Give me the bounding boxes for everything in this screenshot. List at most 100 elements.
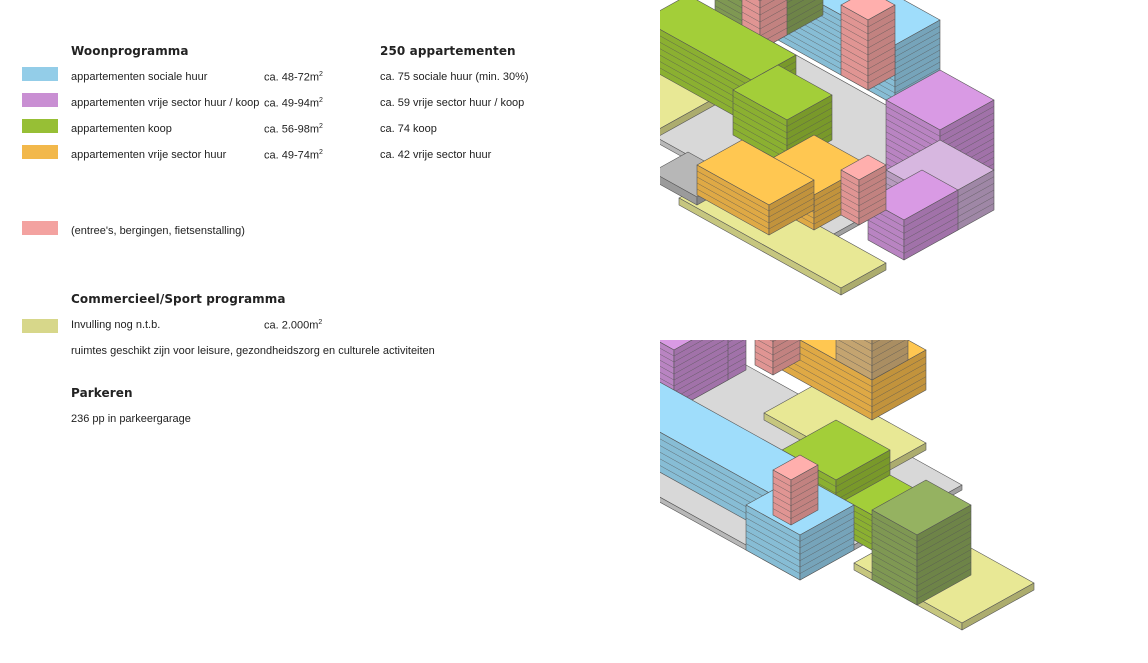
floor-line [894, 49, 941, 76]
floor-line [696, 170, 770, 212]
floor-line [871, 363, 927, 394]
floor-line [660, 359, 675, 369]
floor-line [840, 60, 869, 77]
floor-line [871, 340, 893, 352]
floor-line [867, 60, 896, 77]
floor-line [772, 353, 801, 369]
floor-line [838, 340, 873, 359]
floor-line [768, 203, 815, 230]
swatch-vrije-sector-huur [22, 145, 58, 159]
floor-line [732, 115, 788, 146]
floor-line [759, 0, 775, 9]
parkeren-note: 236 pp in parkeergarage [71, 413, 191, 425]
floor-line [871, 356, 927, 387]
floor-line [757, 340, 774, 349]
floor-line [894, 67, 941, 94]
floor-line [871, 516, 918, 542]
floor-line [786, 120, 833, 146]
floor-line [903, 216, 959, 247]
floor-line [741, 11, 761, 23]
floor-line [754, 358, 774, 369]
floor-line [840, 182, 860, 194]
floor-line [786, 107, 833, 134]
floor-line [867, 32, 896, 49]
floor-line [768, 28, 896, 100]
floor-line [871, 345, 909, 366]
floor-line [790, 496, 819, 513]
floor-line [916, 562, 972, 593]
floor-line [871, 369, 927, 401]
floor-line [696, 182, 770, 224]
floor-line [790, 490, 819, 506]
floor-line [660, 353, 675, 363]
floor-line [660, 347, 675, 357]
floor-line [768, 197, 815, 224]
commercieel-title: Commercieel/Sport programma [71, 292, 286, 306]
floor-line [786, 114, 833, 140]
floor-line [871, 340, 881, 345]
floor-line [745, 524, 801, 555]
floor-line [772, 489, 792, 500]
floor-line [790, 484, 819, 500]
floor-line [885, 118, 941, 150]
floor-line [867, 11, 896, 28]
floor-line [660, 445, 774, 509]
floor-line [916, 530, 972, 561]
floor-line [772, 501, 792, 513]
block-entree-back-front [754, 340, 774, 376]
floor-line [867, 233, 905, 254]
floor-line [867, 53, 896, 70]
legend-area-sociale-huur: ca. 48-72m2 [264, 71, 323, 84]
floor-line [871, 560, 918, 587]
floor-line [835, 463, 891, 494]
floor-line [741, 18, 761, 30]
floor-line [867, 67, 896, 84]
floor-line [732, 96, 788, 127]
block-koop-tower-side [916, 504, 972, 606]
floor-line [916, 555, 972, 587]
floor-line [754, 351, 774, 362]
floor-line [939, 112, 995, 143]
floor-line [840, 67, 869, 84]
floor-line [871, 554, 918, 580]
floor-line [867, 39, 896, 56]
floor-line [673, 340, 704, 357]
floor-line [781, 356, 873, 407]
woonprogramma-title: Woonprogramma [71, 44, 189, 58]
block-vrije-sector-huur-top-front [835, 340, 873, 381]
floor-line [673, 340, 715, 363]
floor-line [871, 340, 906, 359]
floor-line [835, 469, 891, 501]
floor-line [903, 203, 959, 234]
block-vrije-sector-huur-front-side [768, 179, 815, 236]
floor-line [916, 523, 972, 555]
floor-line [840, 25, 869, 42]
floor-line [871, 548, 918, 574]
floor-line [799, 530, 855, 561]
floor-line [894, 43, 941, 70]
floor-line [858, 177, 887, 194]
floor-line [867, 219, 905, 241]
floor-line [790, 477, 819, 494]
floor-line [660, 371, 675, 381]
floor-line [885, 112, 941, 143]
floor-line [772, 495, 792, 506]
swatch-koop [22, 119, 58, 133]
isometric-view-top [660, 0, 995, 296]
floor-line [696, 188, 770, 230]
floor-line [894, 25, 941, 52]
floor-line [772, 340, 789, 349]
floor-line [745, 530, 801, 561]
floor-line [871, 573, 918, 599]
floor-line [863, 340, 873, 345]
floor-line [759, 0, 788, 16]
floor-line [894, 31, 941, 58]
floor-line [858, 196, 887, 213]
floor-line [673, 361, 729, 393]
floor-line [871, 522, 918, 548]
floor-line [840, 53, 869, 70]
floor-line [903, 209, 959, 241]
block-sociale-huur-corner-side [799, 504, 855, 581]
swatch-commercieel [22, 319, 58, 333]
floor-line [885, 106, 941, 137]
